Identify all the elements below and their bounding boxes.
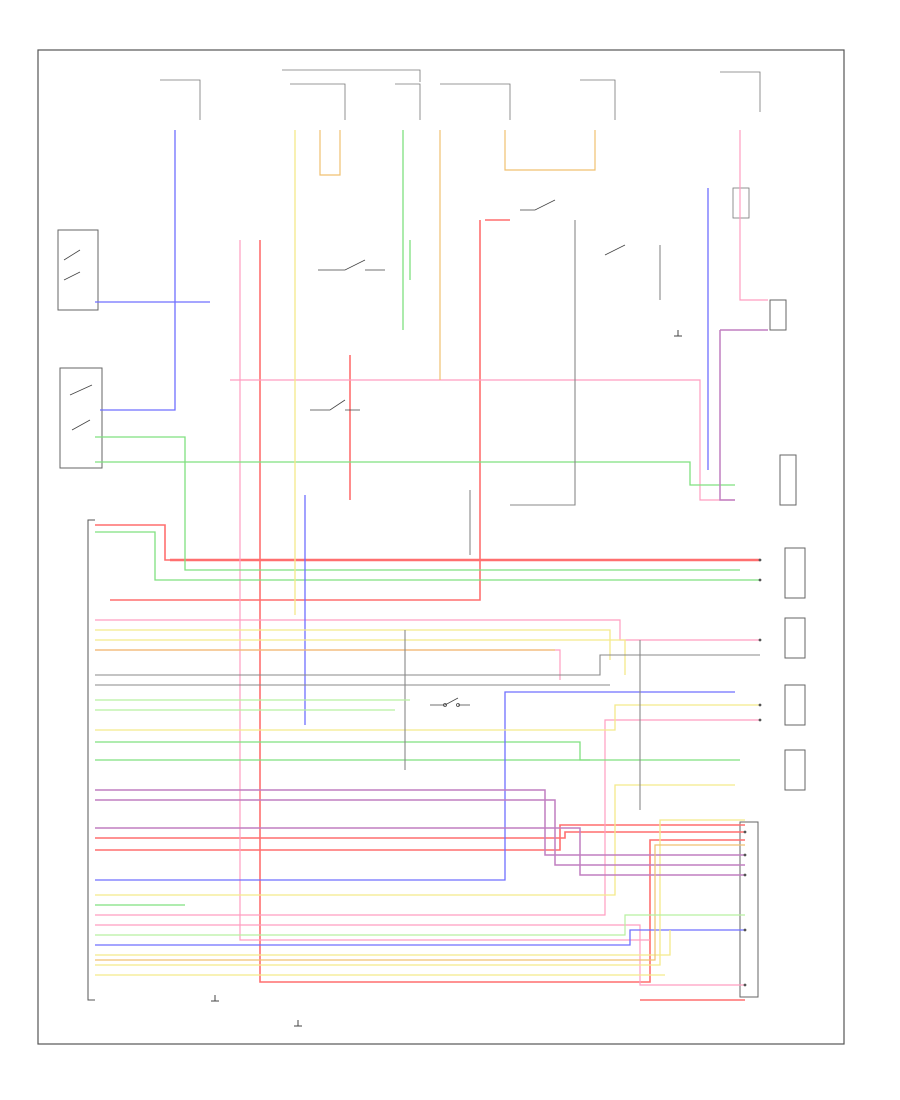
terminal-dots [743, 558, 762, 987]
wires-gray [95, 220, 760, 810]
diagram-border [37, 49, 845, 1045]
wires-red [95, 219, 760, 1001]
wires-green [95, 130, 760, 906]
wires-blue [95, 130, 745, 946]
top-power-sources [160, 69, 761, 219]
ground-markers [211, 330, 682, 1027]
relay-boxes-left [57, 229, 103, 469]
wires-yellow [95, 130, 760, 976]
wires-orange [95, 130, 745, 961]
wires-light-green [95, 699, 745, 936]
right-connectors [739, 299, 806, 998]
switch-symbols [310, 199, 626, 707]
wires-pink [95, 130, 768, 986]
wires-violet [95, 329, 768, 876]
ecu-bracket-left [87, 519, 95, 1001]
